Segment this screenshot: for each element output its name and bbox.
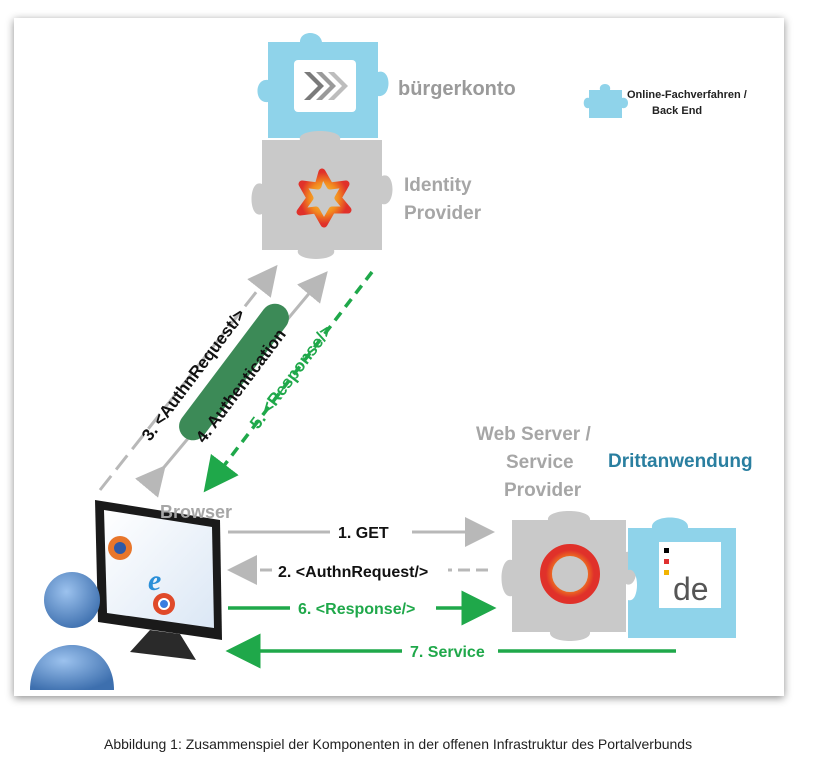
legend-line2: Back End [652,105,702,117]
legend-puzzle-icon [583,84,628,118]
step-6-label: 6. <Response/> [298,601,415,618]
drittanwendung-label: Drittanwendung [608,451,753,472]
browser-label: Browser [160,502,232,522]
webserver-label-line2: Service [506,452,574,473]
legend-line1: Online-Fachverfahren / [627,89,747,101]
buergerkonto-puzzle [257,33,389,138]
drittanwendung-puzzle [628,517,736,638]
authentication-band [179,303,289,441]
step-2-label: 2. <AuthnRequest/> [278,564,428,581]
ie-icon: e [148,564,161,597]
step-1-label: 1. GET [338,525,389,542]
arrow-5-response [203,270,374,493]
identity-provider-puzzle [251,131,393,259]
service-provider-ring-icon [540,544,600,604]
identity-label-line2: Provider [404,203,482,224]
identity-star-icon [296,168,352,228]
browser-computer: e [30,500,222,690]
figure-caption: Abbildung 1: Zusammenspiel der Komponent… [104,736,693,752]
user-avatar-icon [30,572,114,690]
de-logo [659,542,721,608]
identity-label-line1: Identity [404,175,472,196]
webserver-label-line1: Web Server / [476,424,591,445]
buergerkonto-label: bürgerkonto [398,78,516,100]
webserver-label-line3: Provider [504,480,582,501]
step-7-label: 7. Service [410,644,485,661]
web-server-puzzle [501,511,637,641]
de-label: de [673,571,709,607]
